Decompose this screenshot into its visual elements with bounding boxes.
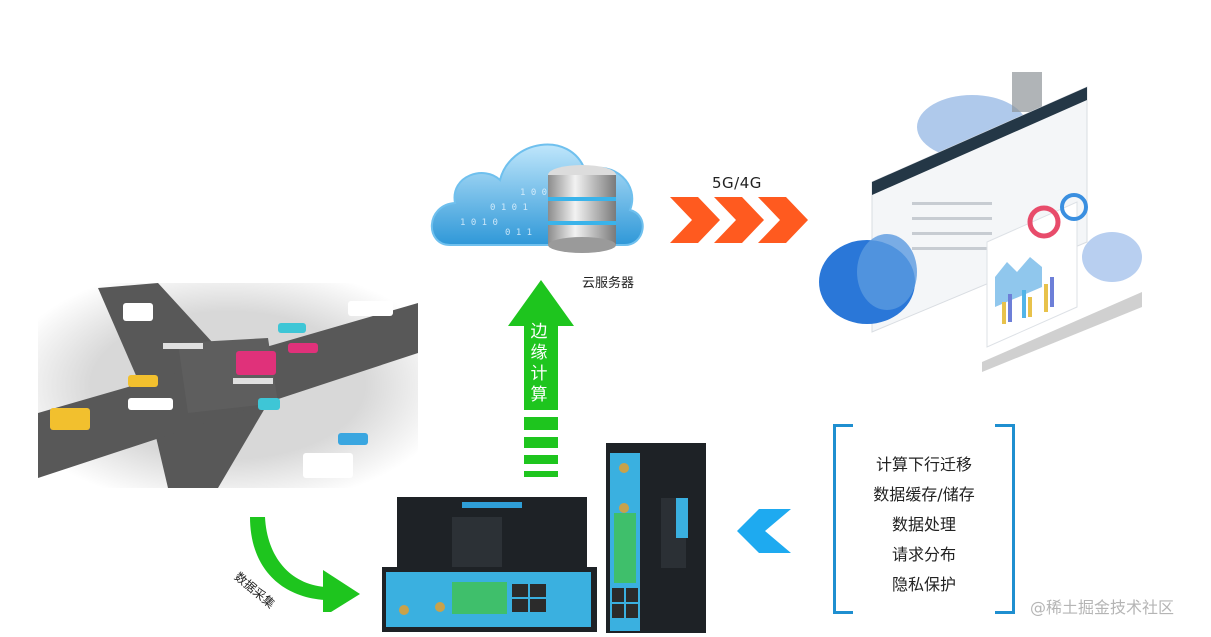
dashboard-illustration (812, 72, 1152, 372)
feature-item: 数据缓存/储存 (873, 485, 975, 504)
svg-text:0 1 1: 0 1 1 (505, 228, 532, 238)
bracket-right (995, 424, 1015, 614)
svg-text:1 0 0 1: 1 0 0 1 (520, 188, 558, 198)
curved-arrow-icon (245, 512, 365, 617)
edge-gateway-horizontal (382, 492, 614, 632)
bracket-left (833, 424, 853, 614)
intersection-illustration (38, 283, 418, 488)
cloud-server-illustration: 1 0 1 0 0 1 0 1 1 0 0 1 0 1 1 (430, 115, 650, 265)
arrow-up-icon (508, 280, 574, 480)
feature-item: 计算下行迁移 (875, 455, 972, 474)
network-label: 5G/4G (712, 174, 762, 192)
edge-gateway-vertical (606, 438, 706, 633)
feature-item: 数据处理 (891, 515, 956, 534)
cloud-database-icon: 1 0 1 0 0 1 0 1 1 0 0 1 0 1 1 (430, 143, 644, 253)
svg-text:0 1 0 1: 0 1 0 1 (490, 203, 528, 213)
feature-item: 请求分布 (891, 545, 956, 564)
edge-computing-label: 边 缘 计 算 (530, 322, 548, 405)
feature-item: 隐私保护 (891, 575, 956, 594)
cloud-server-label: 云服务器 (582, 276, 635, 291)
chevron-left-icon (737, 509, 793, 553)
watermark: @稀土掘金技术社区 (1030, 598, 1175, 617)
feature-list: 计算下行迁移 数据缓存/储存 数据处理 请求分布 隐私保护 (853, 450, 995, 600)
svg-text:1 0 1 0: 1 0 1 0 (460, 218, 498, 228)
chevron-right-triple-icon (670, 195, 810, 245)
